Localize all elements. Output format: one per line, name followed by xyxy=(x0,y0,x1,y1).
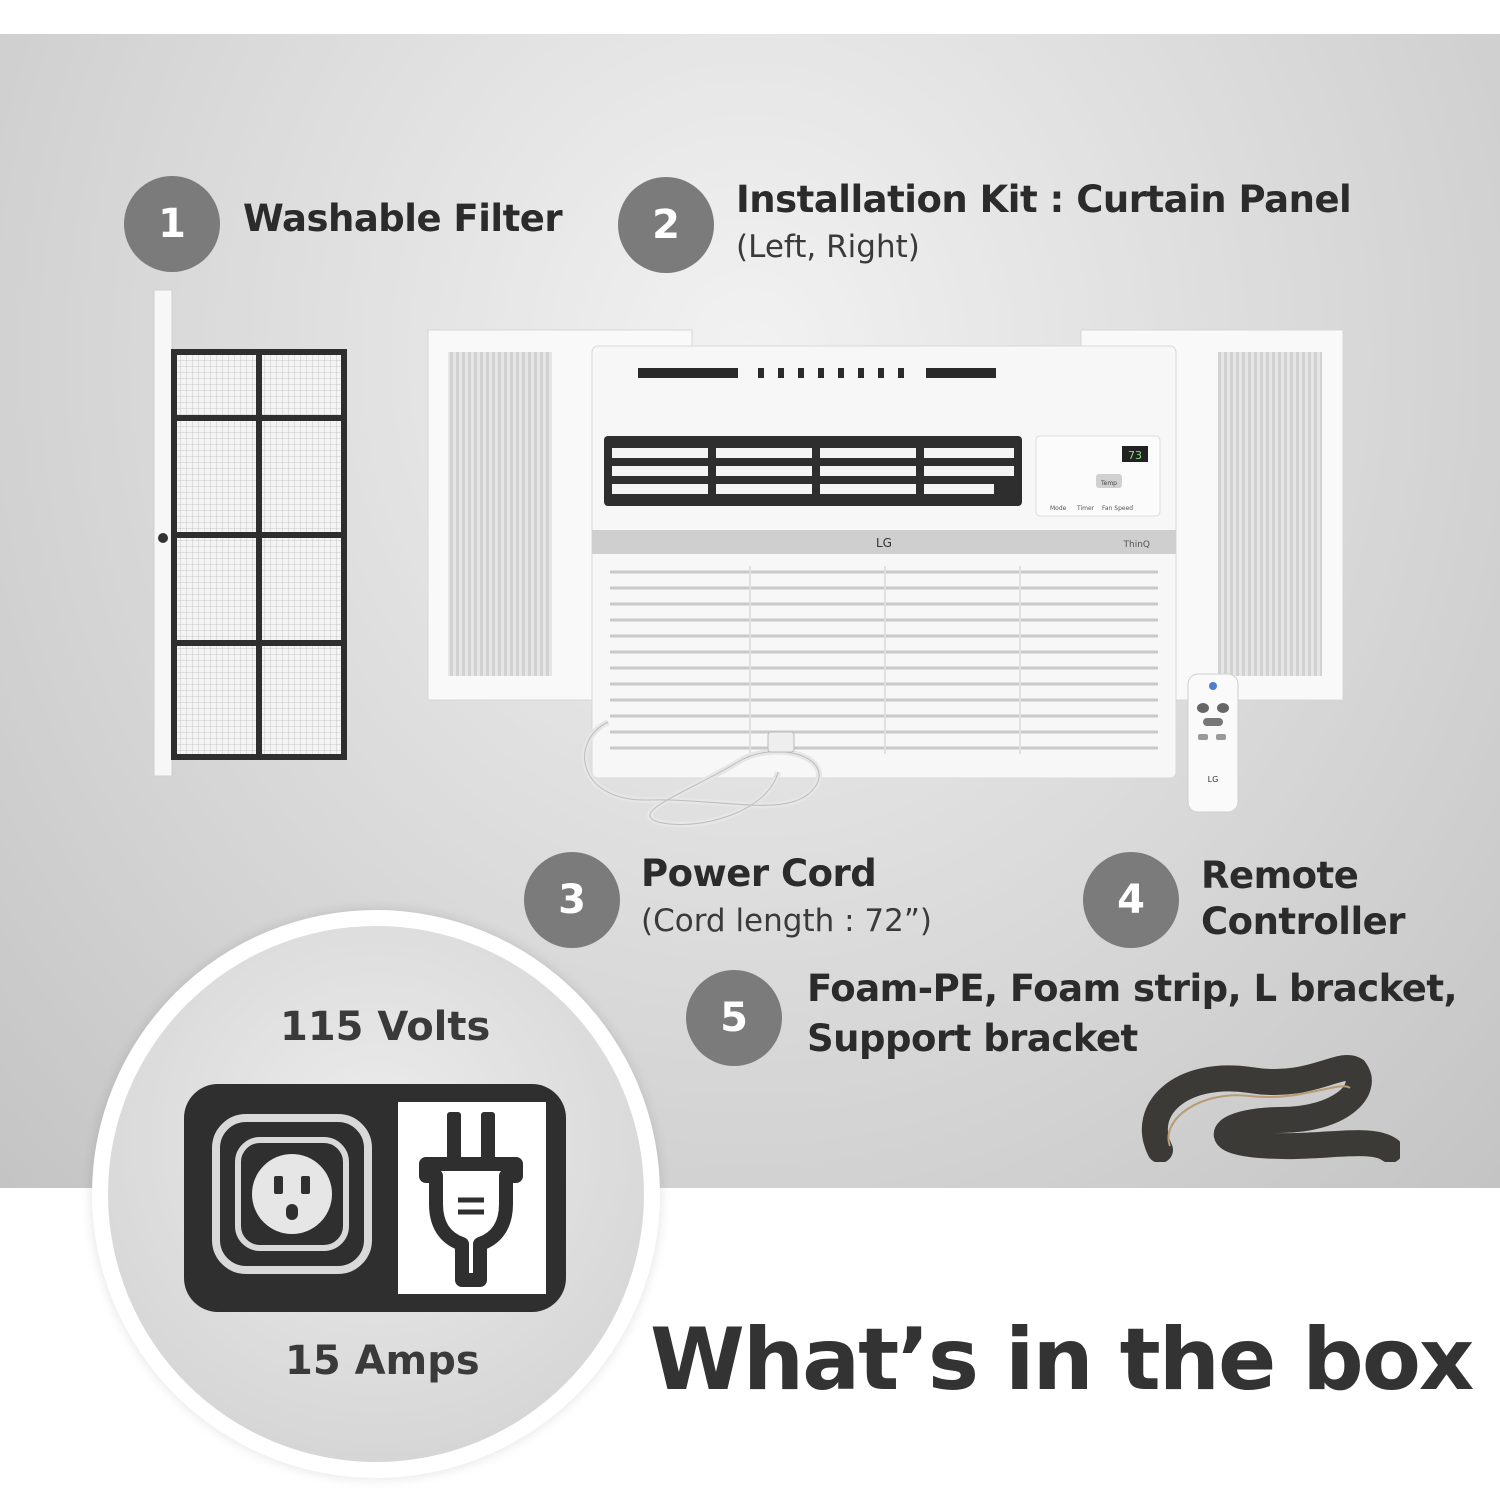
item-3-number: 3 xyxy=(558,877,586,923)
item-3-detail: (Cord length : 72”) xyxy=(641,903,933,939)
outlet-plug-graphic xyxy=(184,1084,566,1312)
outlet-icon xyxy=(212,1114,372,1274)
unit-temp-label: Temp xyxy=(1100,480,1117,487)
item-4-title-line1: Remote xyxy=(1201,854,1359,897)
unit-display-temp: 73 xyxy=(1128,449,1142,462)
item-5-badge: 5 xyxy=(686,970,782,1066)
item-4-badge: 4 xyxy=(1083,852,1179,948)
foam-strip-icon xyxy=(1142,1054,1400,1162)
item-5-title-line2: Support bracket xyxy=(807,1017,1138,1060)
item-2-detail: (Left, Right) xyxy=(736,229,920,265)
item-1-number: 1 xyxy=(158,201,186,247)
item-4-title-line2: Controller xyxy=(1201,900,1405,943)
item-2-badge: 2 xyxy=(618,177,714,273)
unit-brand: LG xyxy=(876,536,892,550)
filter-icon xyxy=(153,289,347,777)
air-conditioner-unit: 73 Temp Mode Timer Fan Speed LG ThinQ xyxy=(591,345,1177,779)
unit-timer-label: Timer xyxy=(1076,505,1095,512)
unit-mode-label: Mode xyxy=(1050,505,1067,512)
current-label: 15 Amps xyxy=(285,1338,480,1384)
item-1-title: Washable Filter xyxy=(243,197,563,240)
power-cord-icon xyxy=(581,719,823,828)
item-2-title: Installation Kit : Curtain Panel xyxy=(736,178,1352,221)
item-3-badge: 3 xyxy=(524,852,620,948)
item-5-title-line1: Foam-PE, Foam strip, L bracket, xyxy=(807,967,1458,1010)
item-1-badge: 1 xyxy=(124,176,220,272)
item-3-title: Power Cord xyxy=(641,852,877,895)
remote-icon: LG xyxy=(1187,673,1239,813)
plug-icon xyxy=(419,1112,523,1287)
voltage-label: 115 Volts xyxy=(280,1004,491,1050)
item-2-number: 2 xyxy=(652,202,680,248)
remote-brand: LG xyxy=(1208,775,1219,784)
unit-model-line: ThinQ xyxy=(1123,540,1151,550)
item-4-number: 4 xyxy=(1117,877,1145,923)
unit-fan-label: Fan Speed xyxy=(1102,505,1133,512)
item-5-number: 5 xyxy=(720,995,748,1041)
page-heading: What’s in the box xyxy=(650,1310,1474,1410)
